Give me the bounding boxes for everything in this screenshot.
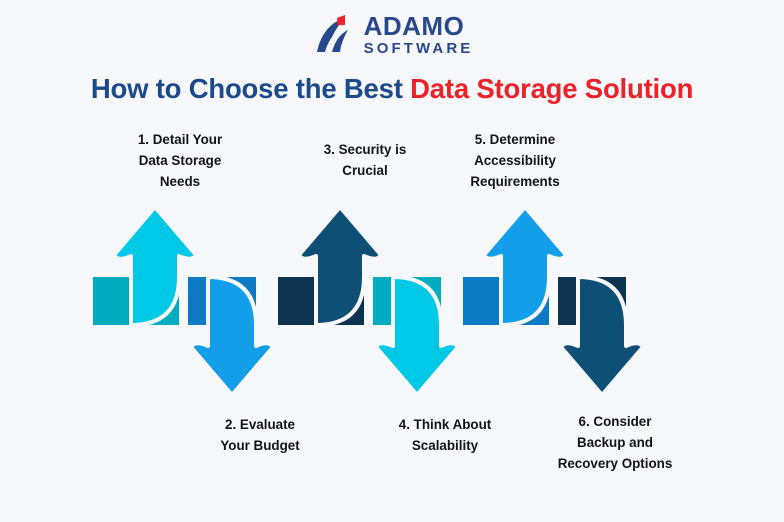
step-label-5: 5. Determine Accessibility Requirements [470,132,560,189]
brand-name: ADAMO [363,10,465,41]
step-label-4: 4. Think About Scalability [398,417,492,453]
step-label-6: 6. Consider Backup and Recovery Options [557,414,673,471]
step-label-1: 1. Detail Your Data Storage Needs [137,132,223,189]
step-label-3: 3. Security is Crucial [323,142,407,178]
page-title-part-b: Data Storage Solution [410,73,694,104]
brand-logo: ADAMO SOFTWARE [0,12,784,56]
page-title: How to Choose the Best Data Storage Solu… [0,73,784,105]
page-title-part-a: How to Choose the Best [90,73,411,104]
adamo-swoosh-logo-icon [311,12,355,56]
brand-wordmark: ADAMO SOFTWARE [364,13,474,56]
step-label-2: 2. Evaluate Your Budget [220,417,300,453]
brand-subtitle: SOFTWARE [363,39,474,57]
